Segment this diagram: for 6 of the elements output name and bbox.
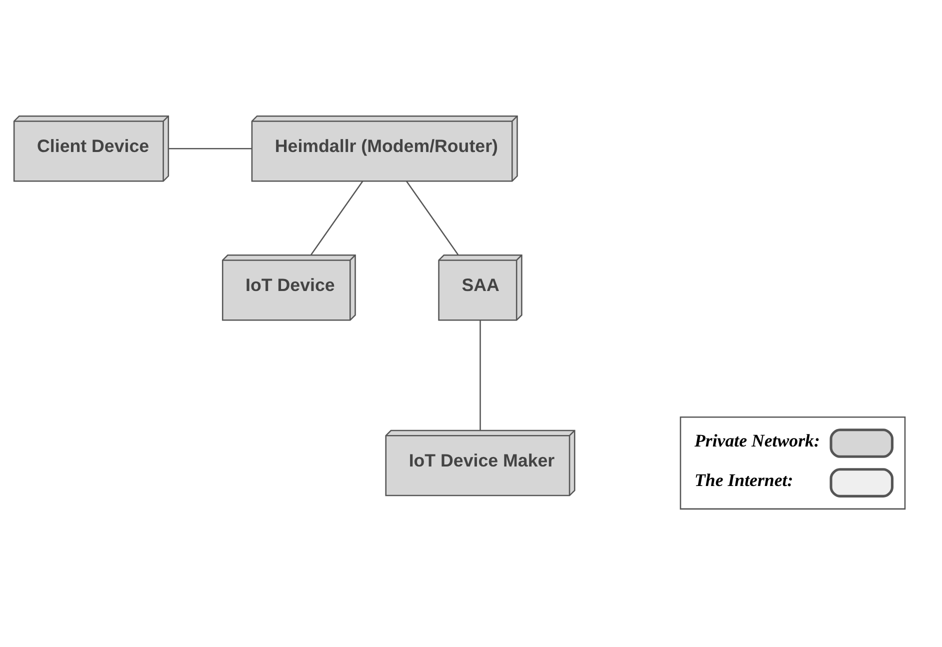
connector [168,147,252,149]
connector [310,180,364,255]
legend-label: Private Network: [694,430,820,450]
connector [406,180,459,255]
legend-label: The Internet: [694,470,794,490]
connector [480,320,481,430]
